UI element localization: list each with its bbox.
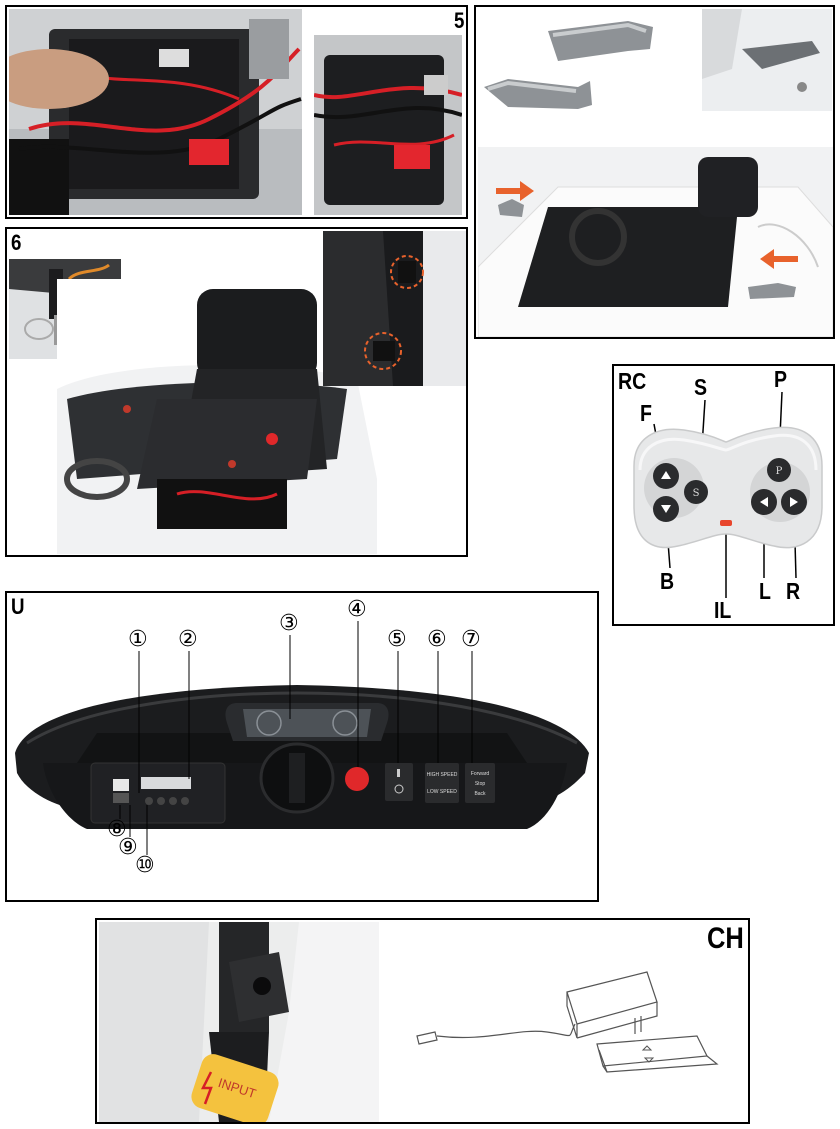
- callout-5: ⑤: [387, 627, 407, 652]
- speed-high-text: HIGH SPEED: [427, 772, 458, 778]
- battery-connector-closeup-photo: [314, 35, 462, 215]
- battery-wiring-photo: [9, 9, 302, 215]
- car-assembly-photo: [478, 147, 833, 337]
- dashboard-photo: HIGH SPEED LOW SPEED Forward Stop Back: [15, 621, 589, 855]
- callout-9: ⑨: [118, 835, 138, 860]
- direction-stop-text: Stop: [475, 781, 486, 787]
- label-b: B: [660, 568, 675, 594]
- s-button-glyph: S: [693, 488, 700, 499]
- direction-forward-text: Forward: [471, 771, 490, 777]
- panel-step-7: 7: [474, 5, 835, 339]
- panel-label: CH: [707, 922, 744, 955]
- arrow-right-icon: [496, 179, 536, 203]
- callout-1: ①: [128, 627, 148, 652]
- label-l: L: [759, 578, 771, 604]
- panel-step-5: 5: [5, 5, 468, 219]
- label-r: R: [786, 578, 801, 604]
- panel-label: RC: [618, 368, 647, 394]
- callout-4: ④: [347, 597, 367, 622]
- remote-control-illustration: S P: [633, 391, 823, 598]
- label-f: F: [640, 400, 652, 426]
- callout-3: ③: [279, 611, 299, 636]
- charger-diagram: [416, 971, 719, 1073]
- callout-10: ⑩: [135, 853, 155, 878]
- speed-low-text: LOW SPEED: [427, 789, 457, 795]
- charging-port-photo: INPUT: [99, 922, 379, 1122]
- arrow-left-icon: [758, 247, 798, 271]
- callout-6: ⑥: [427, 627, 447, 652]
- p-button-glyph: P: [776, 466, 783, 477]
- seat-clips-closeup-photo: [323, 231, 466, 386]
- callout-8: ⑧: [107, 817, 127, 842]
- panel-label: U: [11, 594, 25, 619]
- label-p: P: [774, 366, 788, 392]
- panel-charging: CH INPUT: [95, 918, 750, 1124]
- panel-label: 5: [454, 8, 465, 33]
- callout-7: ⑦: [461, 627, 481, 652]
- mounted-mirror-photo: [702, 9, 832, 111]
- callout-2: ②: [178, 627, 198, 652]
- panel-step-6: 6: [5, 227, 468, 557]
- direction-back-text: Back: [474, 791, 486, 797]
- panel-remote-control: RC F S P B L R IL S P: [612, 364, 835, 626]
- panel-dashboard: U HIGH SPEED LOW SPEED Forward Stop Back: [5, 591, 599, 902]
- panel-label: 6: [11, 230, 22, 255]
- label-il: IL: [714, 597, 732, 623]
- door-handles-photo: [478, 9, 698, 119]
- label-s: S: [694, 374, 708, 400]
